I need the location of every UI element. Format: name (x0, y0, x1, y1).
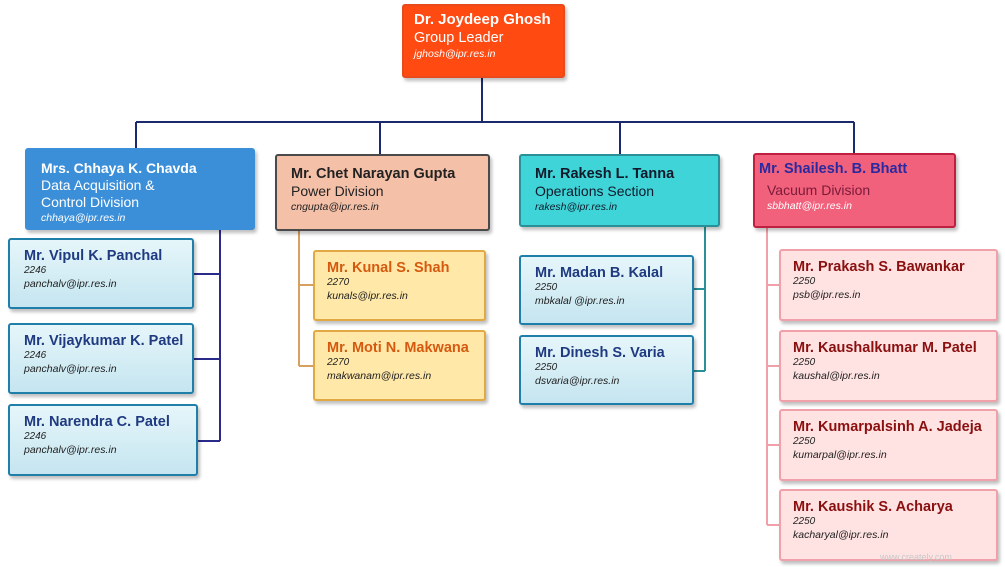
node-extension: 2250 (535, 282, 558, 293)
node-email: psb@ipr.res.in (793, 289, 861, 301)
org-node-group-leader[interactable]: Dr. Joydeep Ghosh Group Leader jghosh@ip… (402, 4, 565, 78)
org-node-member[interactable]: Mr. Kaushalkumar M. Patel 2250 kaushal@i… (779, 330, 998, 402)
node-name: Mr. Dinesh S. Varia (535, 345, 665, 361)
org-node-member[interactable]: Mr. Prakash S. Bawankar 2250 psb@ipr.res… (779, 249, 998, 321)
node-extension: 2246 (24, 431, 47, 442)
node-email: dsvaria@ipr.res.in (535, 375, 620, 387)
node-email: makwanam@ipr.res.in (327, 370, 432, 382)
node-extension: 2250 (793, 276, 816, 287)
node-role: Data Acquisition & (41, 177, 155, 193)
node-extension: 2270 (327, 357, 350, 368)
node-name: Mr. Kumarpalsinh A. Jadeja (793, 419, 982, 435)
node-email: kumarpal@ipr.res.in (793, 449, 887, 461)
node-name: Mr. Chet Narayan Gupta (291, 166, 456, 182)
org-node-operations-section-head[interactable]: Mr. Rakesh L. Tanna Operations Section r… (519, 154, 720, 227)
node-name: Mr. Vijaykumar K. Patel (24, 333, 184, 349)
node-role: Power Division (291, 183, 384, 199)
org-node-member[interactable]: Mr. Kumarpalsinh A. Jadeja 2250 kumarpal… (779, 409, 998, 481)
org-node-vacuum-division-head[interactable]: Mr. Shailesh. B. Bhatt Vacuum Division s… (753, 153, 956, 228)
node-email: jghosh@ipr.res.in (414, 48, 496, 60)
node-email: cngupta@ipr.res.in (291, 201, 379, 213)
node-extension: 2270 (327, 277, 350, 288)
node-email: panchalv@ipr.res.in (24, 444, 117, 456)
node-email: rakesh@ipr.res.in (535, 201, 618, 213)
node-name: Dr. Joydeep Ghosh (414, 11, 551, 28)
node-name: Mr. Kaushik S. Acharya (793, 499, 953, 515)
org-node-member[interactable]: Mr. Narendra C. Patel 2246 panchalv@ipr.… (8, 404, 198, 476)
node-email: panchalv@ipr.res.in (24, 363, 117, 375)
node-name: Mr. Kunal S. Shah (327, 260, 450, 276)
org-node-member[interactable]: Mr. Dinesh S. Varia 2250 dsvaria@ipr.res… (519, 335, 694, 405)
node-role: Control Division (41, 194, 140, 210)
node-name: Mr. Kaushalkumar M. Patel (793, 340, 977, 356)
watermark: www.creately.com (880, 552, 952, 562)
node-email: chhaya@ipr.res.in (41, 212, 126, 224)
node-name: Mr. Rakesh L. Tanna (535, 166, 675, 182)
node-extension: 2246 (24, 350, 47, 361)
node-extension: 2250 (535, 362, 558, 373)
org-node-member[interactable]: Mr. Vijaykumar K. Patel 2246 panchalv@ip… (8, 323, 194, 394)
node-name: Mr. Prakash S. Bawankar (793, 259, 965, 275)
node-name: Mr. Shailesh. B. Bhatt (759, 161, 908, 177)
node-email: kunals@ipr.res.in (327, 290, 408, 302)
node-name: Mrs. Chhaya K. Chavda (41, 160, 197, 176)
org-node-member[interactable]: Mr. Moti N. Makwana 2270 makwanam@ipr.re… (313, 330, 486, 401)
node-email: mbkalal @ipr.res.in (535, 295, 625, 307)
node-email: sbbhatt@ipr.res.in (767, 200, 852, 212)
node-email: kacharyal@ipr.res.in (793, 529, 889, 541)
node-email: panchalv@ipr.res.in (24, 278, 117, 290)
org-node-member[interactable]: Mr. Madan B. Kalal 2250 mbkalal @ipr.res… (519, 255, 694, 325)
node-name: Mr. Moti N. Makwana (327, 340, 469, 356)
org-node-member[interactable]: Mr. Kaushik S. Acharya 2250 kacharyal@ip… (779, 489, 998, 561)
node-extension: 2246 (24, 265, 47, 276)
node-name: Mr. Vipul K. Panchal (24, 248, 163, 264)
node-email: kaushal@ipr.res.in (793, 370, 880, 382)
node-extension: 2250 (793, 516, 816, 527)
node-role: Group Leader (414, 30, 504, 46)
node-name: Mr. Narendra C. Patel (24, 414, 170, 430)
node-name: Mr. Madan B. Kalal (535, 265, 664, 281)
node-role: Operations Section (535, 183, 655, 199)
org-node-power-division-head[interactable]: Mr. Chet Narayan Gupta Power Division cn… (275, 154, 490, 231)
org-node-daq-division-head[interactable]: Mrs. Chhaya K. Chavda Data Acquisition &… (25, 148, 255, 230)
node-extension: 2250 (793, 436, 816, 447)
node-role: Vacuum Division (767, 182, 871, 198)
org-node-member[interactable]: Mr. Vipul K. Panchal 2246 panchalv@ipr.r… (8, 238, 194, 309)
node-extension: 2250 (793, 357, 816, 368)
org-node-member[interactable]: Mr. Kunal S. Shah 2270 kunals@ipr.res.in (313, 250, 486, 321)
